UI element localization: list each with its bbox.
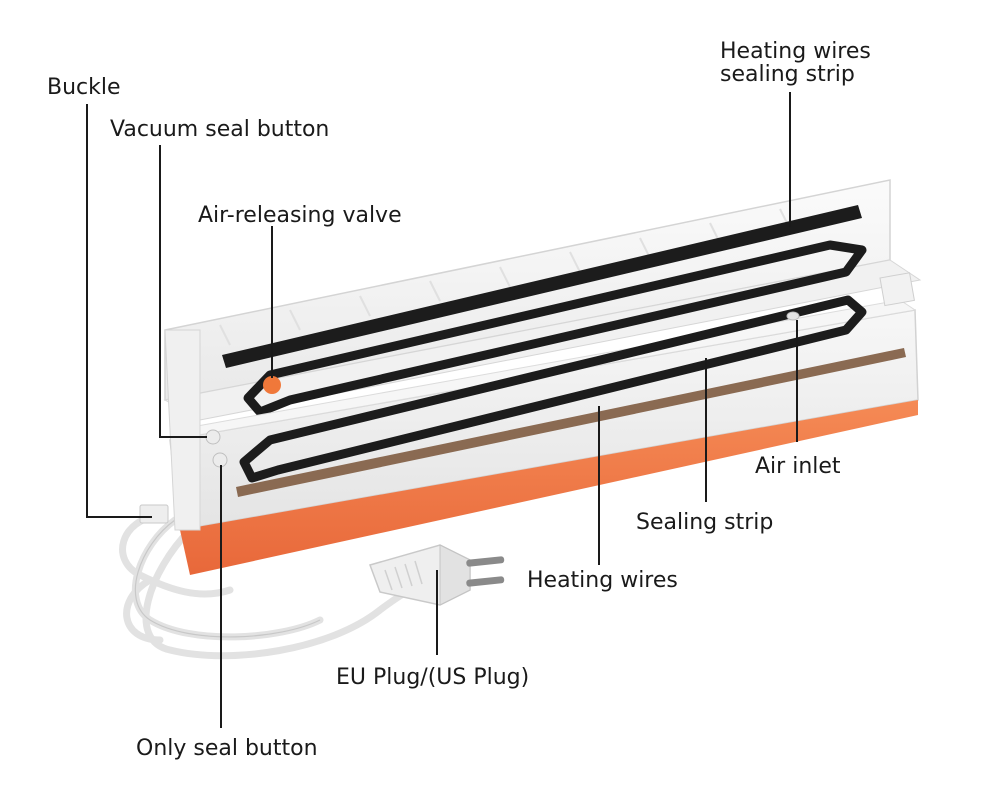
label-air-inlet: Air inlet: [755, 454, 841, 479]
air-releasing-valve-graphic: [263, 376, 281, 394]
leader-vacuum-seal-button: [159, 145, 207, 438]
top-heating-wire-strip: [222, 205, 862, 368]
leader-buckle: [86, 104, 152, 518]
label-eu-plug: EU Plug/(US Plug): [336, 665, 530, 690]
label-sealing-strip: Sealing strip: [636, 510, 774, 535]
label-air-releasing-valve: Air-releasing valve: [198, 203, 402, 228]
lower-gasket: [239, 295, 867, 483]
label-only-seal-button: Only seal button: [136, 736, 318, 761]
vacuum-seal-button-graphic: [205, 429, 221, 445]
base-body: [139, 272, 919, 575]
sealing-strip-brown: [236, 348, 906, 497]
lid: [163, 179, 922, 421]
label-buckle: Buckle: [47, 75, 121, 100]
only-seal-button-graphic: [212, 452, 228, 468]
label-vacuum-seal-button: Vacuum seal button: [110, 117, 330, 142]
air-inlet-hole: [786, 311, 800, 321]
label-heating-wires-sealing-strip-line2: sealing strip: [720, 62, 855, 87]
leader-lines: [86, 92, 798, 728]
label-heating-wires-sealing-strip-line1: Heating wires: [720, 39, 871, 64]
eu-plug: [369, 544, 505, 606]
label-heating-wires: Heating wires: [527, 568, 678, 593]
upper-gasket: [243, 240, 867, 417]
